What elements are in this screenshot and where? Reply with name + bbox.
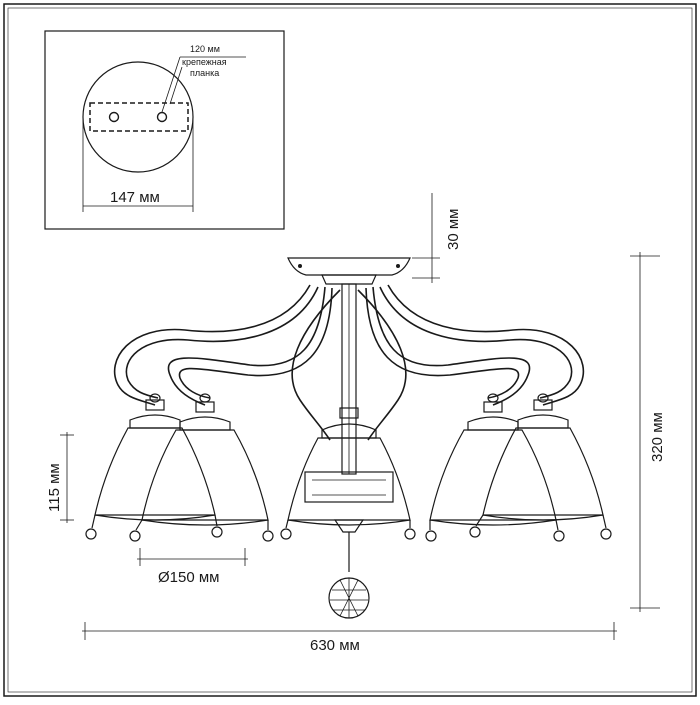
ceiling-canopy — [287, 257, 411, 276]
leader-120 — [161, 56, 181, 113]
label-115mm: 115 мм — [46, 463, 63, 512]
shade-1 — [94, 393, 216, 521]
arms — [113, 284, 585, 441]
screw-hole-right — [156, 111, 168, 123]
dim-canopy: 30 мм — [412, 193, 462, 283]
dim-total-height: 320 мм — [630, 252, 666, 612]
shade-4 — [429, 393, 557, 526]
label-plate-line1: крепежная — [182, 57, 227, 67]
shade-2 — [141, 393, 269, 526]
label-diameter-150mm: Ø150 мм — [158, 569, 220, 586]
label-320mm: 320 мм — [649, 412, 666, 462]
label-plate-line2: планка — [190, 68, 219, 78]
inner-frame — [7, 7, 693, 693]
outer-frame — [3, 3, 697, 697]
inset-box — [44, 30, 285, 230]
canopy-collar — [321, 274, 377, 285]
shade-5 — [482, 393, 604, 521]
chandelier — [85, 257, 612, 619]
dim-shade-diameter: Ø150 мм — [137, 548, 248, 586]
mounting-plate — [89, 102, 189, 132]
mounting-inset: 120 мм крепежная планка 147 мм — [44, 30, 285, 230]
center-collar — [304, 471, 394, 503]
label-630mm: 630 мм — [310, 637, 360, 654]
label-147mm: 147 мм — [110, 189, 160, 206]
canopy-circle — [82, 61, 194, 173]
label-30mm: 30 мм — [445, 209, 462, 250]
label-120mm: 120 мм — [190, 44, 220, 54]
hanging-crystals — [85, 514, 612, 542]
leader-plate — [169, 66, 183, 105]
dim-shade-height: 115 мм — [46, 432, 74, 523]
screw-hole-left — [108, 111, 120, 123]
dim-total-width: 630 мм — [82, 622, 617, 654]
